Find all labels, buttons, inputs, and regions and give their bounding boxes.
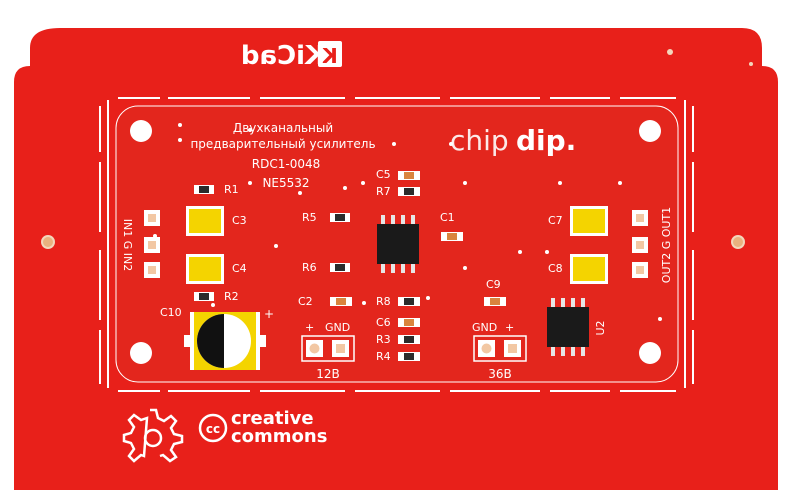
cc-text-line2: commons: [231, 426, 327, 447]
svg-text:R5: R5: [302, 211, 317, 224]
mount-hole-bl: [130, 342, 152, 364]
mount-hole-tl: [130, 120, 152, 142]
resistor-r1: R1: [194, 183, 239, 196]
rail-hole-top-right: [667, 49, 673, 55]
resistor-r5: R5: [302, 211, 350, 224]
svg-text:C7: C7: [548, 214, 563, 227]
svg-text:IN1 G IN2: IN1 G IN2: [121, 219, 134, 271]
svg-text:C3: C3: [232, 214, 247, 227]
board-title-line1: Двухканальный: [233, 121, 333, 135]
ic-u2: U2: [547, 298, 607, 356]
resistor-r4: R4: [376, 350, 420, 363]
rail-hole-left: [41, 235, 55, 249]
svg-text:R2: R2: [224, 290, 239, 303]
board-part-code: RDC1-0048: [252, 157, 320, 171]
ic-u1: [377, 215, 419, 273]
input-header: IN1 G IN2: [121, 210, 160, 278]
cc-text-line1: creative: [231, 408, 314, 429]
cap-c2: C2: [298, 295, 352, 308]
svg-text:R4: R4: [376, 350, 391, 363]
creative-commons-icon: cc: [198, 413, 228, 443]
svg-text:C1: C1: [440, 211, 455, 224]
open-hardware-gear-icon: [122, 408, 184, 463]
svg-text:C8: C8: [548, 262, 563, 275]
cap-c8: C8: [548, 254, 608, 284]
mount-hole-br: [639, 342, 661, 364]
svg-text:cc: cc: [206, 422, 220, 436]
mount-hole-tr: [639, 120, 661, 142]
board-title-line2: предварительный усилитель: [190, 137, 375, 151]
svg-text:R7: R7: [376, 185, 391, 198]
vias: [153, 123, 662, 321]
cap-c5: C5: [376, 168, 420, 181]
power-connector-12v: + GND 12В: [301, 321, 355, 381]
svg-text:+: +: [505, 321, 514, 334]
svg-text:+: +: [305, 321, 314, 334]
resistor-r3: R3: [376, 333, 420, 346]
resistor-r2: R2: [194, 290, 239, 303]
cap-c10-electrolytic: C10 +: [160, 306, 274, 370]
resistor-r6: R6: [302, 261, 350, 274]
svg-text:C4: C4: [232, 262, 247, 275]
svg-text:C9: C9: [486, 278, 501, 291]
cap-c7: C7: [548, 206, 608, 236]
svg-text:GND: GND: [472, 321, 497, 334]
cap-c6: C6: [376, 316, 420, 329]
svg-text:+: +: [264, 307, 274, 321]
board-chip-name: NE5532: [262, 176, 309, 190]
svg-text:chip: chip: [450, 124, 509, 157]
resistor-r7: R7: [376, 185, 420, 198]
chipdip-logo: chip dip.: [450, 124, 576, 157]
svg-text:R1: R1: [224, 183, 239, 196]
resistor-r8: R8: [376, 295, 420, 308]
svg-text:C2: C2: [298, 295, 313, 308]
svg-text:C10: C10: [160, 306, 182, 319]
output-header: OUT2 G OUT1: [632, 207, 673, 283]
svg-text:dip.: dip.: [516, 124, 576, 157]
svg-text:R8: R8: [376, 295, 391, 308]
cap-c3: C3: [186, 206, 247, 236]
svg-text:K: K: [321, 44, 338, 68]
breakaway-frame: [99, 97, 694, 392]
svg-text:R6: R6: [302, 261, 317, 274]
svg-text:R3: R3: [376, 333, 391, 346]
kicad-logo-icon: K KiCad: [241, 41, 342, 71]
cap-c1: C1: [440, 211, 463, 241]
svg-text:C6: C6: [376, 316, 391, 329]
svg-text:C5: C5: [376, 168, 391, 181]
cap-c4: C4: [186, 254, 247, 284]
svg-text:U2: U2: [594, 320, 607, 335]
cap-c9: C9: [484, 278, 506, 306]
rail-hole-right: [731, 235, 745, 249]
svg-text:KiCad: KiCad: [241, 41, 325, 71]
svg-text:36В: 36В: [488, 367, 512, 381]
rail-hole-tr-small: [749, 62, 753, 66]
svg-text:OUT2 G OUT1: OUT2 G OUT1: [660, 207, 673, 283]
power-connector-36v: GND + 36В: [472, 321, 527, 381]
svg-text:GND: GND: [325, 321, 350, 334]
svg-text:12В: 12В: [316, 367, 340, 381]
